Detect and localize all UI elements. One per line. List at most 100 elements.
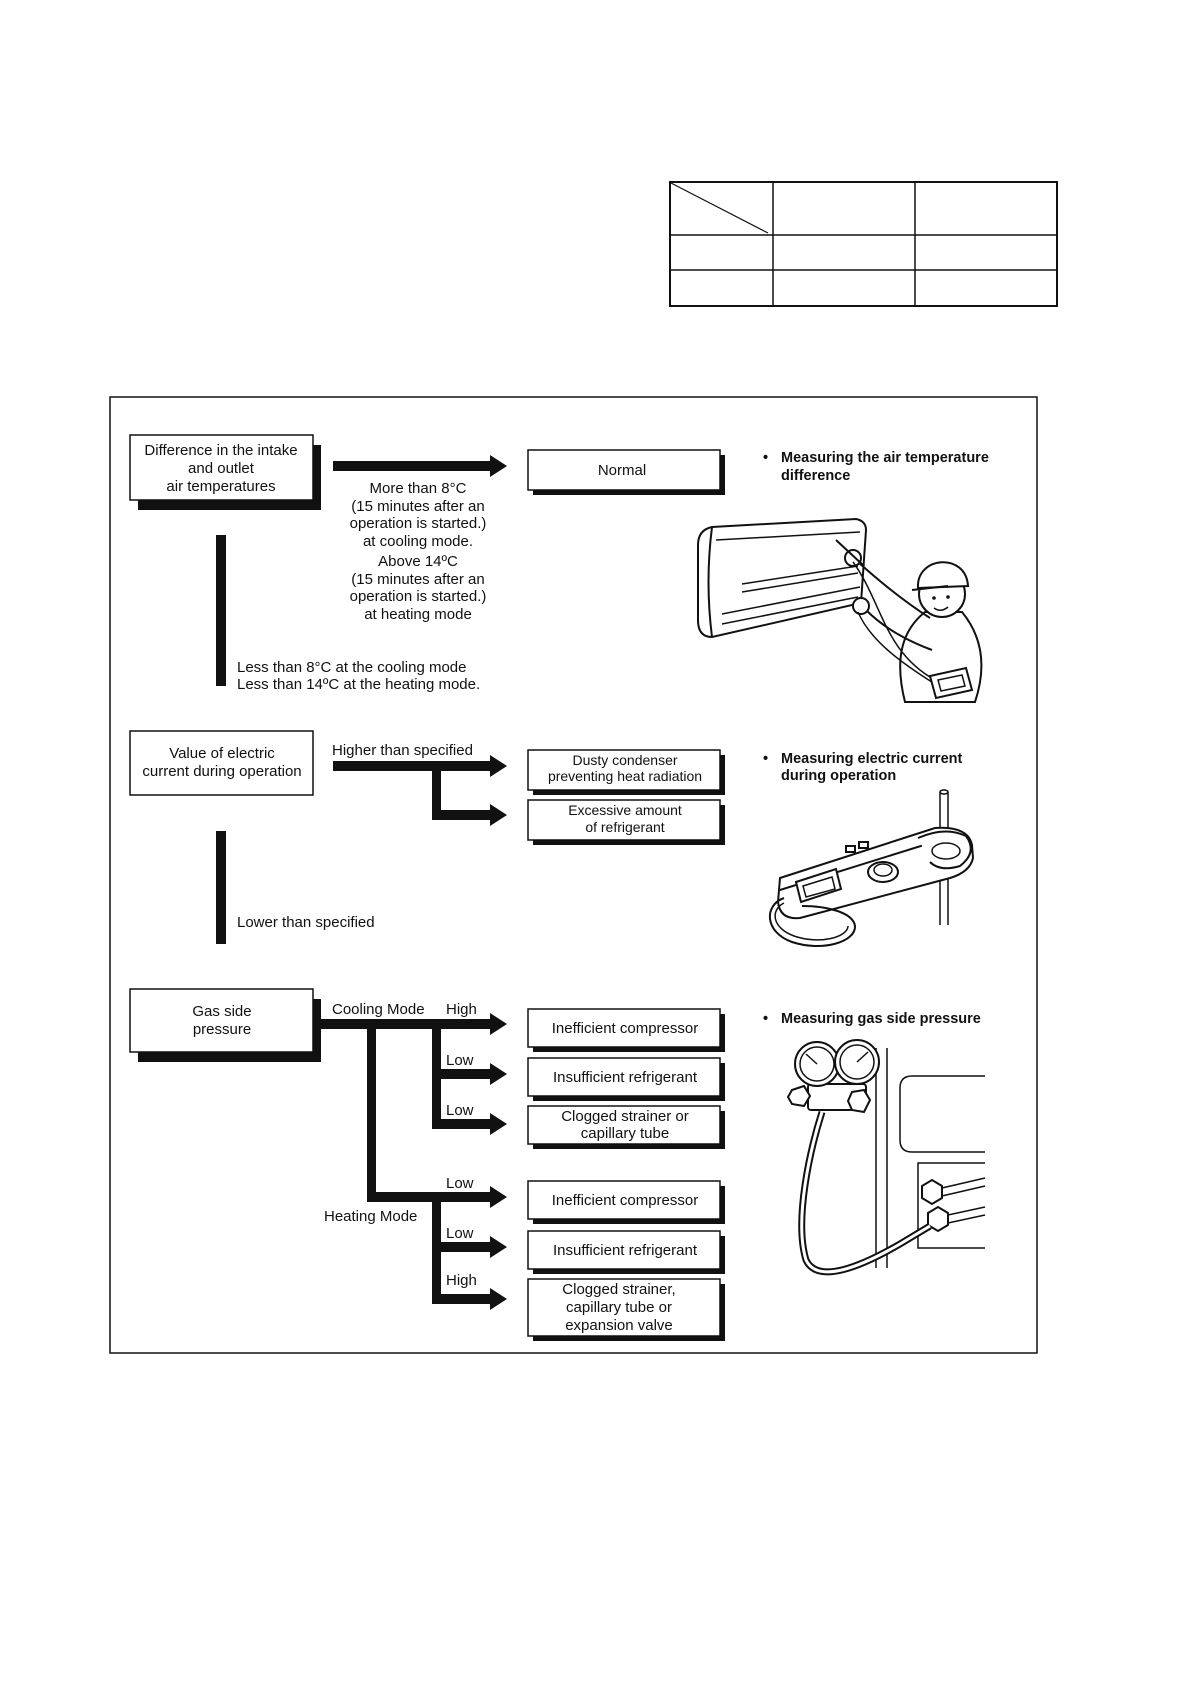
method-note-electric-current: • Measuring electric current during oper… <box>763 751 962 784</box>
clamp-meter-cord <box>768 897 857 947</box>
connector-bar-lower <box>216 831 226 944</box>
refrigerant-hose <box>798 1110 932 1276</box>
result-box-normal: Normal <box>527 449 725 495</box>
check-label-line: current during operation <box>142 763 301 780</box>
box-frame <box>527 799 721 841</box>
arrow-cooling-low-1 <box>432 1063 507 1085</box>
result-box-cooling-inefficient-compressor: Inefficient compressor <box>527 1008 725 1052</box>
table-border <box>669 181 1058 307</box>
condition-line: at heating mode <box>364 606 472 623</box>
condition-fail-line: Less than 14ºC at the heating mode. <box>237 676 480 693</box>
indoor-unit-drawing <box>697 517 868 639</box>
pressure-level-label: High <box>446 1001 477 1018</box>
note-line: Measuring the air temperature <box>781 450 989 466</box>
thermometer-probe <box>835 539 936 685</box>
box-frame <box>527 1008 721 1048</box>
box-frame <box>129 434 314 501</box>
clamp-meter-illustration <box>768 789 975 947</box>
note-line: Measuring gas side pressure <box>781 1011 981 1027</box>
arrow-cooling-low-2 <box>432 1113 507 1135</box>
method-note-gas-pressure: • Measuring gas side pressure <box>763 1011 981 1027</box>
service-valves <box>921 1177 986 1233</box>
arrow-cooling-high <box>313 1013 507 1035</box>
air-temperature-measurement-illustration <box>697 517 983 703</box>
check-box-electric-current: Value of electric current during operati… <box>129 730 314 796</box>
arrow-to-dusty-condenser <box>333 755 507 777</box>
condition-higher-label: Higher than specified <box>332 742 473 759</box>
check-label-line: Difference in the intake <box>144 442 297 459</box>
condition-line: Above 14ºC <box>378 553 458 570</box>
result-label-line: capillary tube or <box>566 1299 672 1316</box>
condition-lower-label: Lower than specified <box>237 914 375 931</box>
table-header-diagonal <box>670 182 769 234</box>
pressure-level-label: High <box>446 1272 477 1289</box>
result-box-heating-insufficient-refrigerant: Insufficient refrigerant <box>527 1230 725 1274</box>
bullet: • <box>763 1011 768 1027</box>
thermometer-meter <box>928 666 974 700</box>
result-label-line: Clogged strainer or <box>561 1108 689 1125</box>
check-box-gas-pressure: Gas side pressure <box>129 988 321 1062</box>
arrow-to-excessive-refrigerant <box>432 804 507 826</box>
box-frame <box>527 749 721 791</box>
method-note-air-temperature: • Measuring the air temperature differen… <box>763 450 989 484</box>
check-box-air-temperature: Difference in the intake and outlet air … <box>129 434 321 510</box>
result-label: Normal <box>598 462 646 479</box>
result-box-cooling-insufficient-refrigerant: Insufficient refrigerant <box>527 1057 725 1101</box>
note-line: Measuring electric current <box>781 751 962 767</box>
result-label-line: Inefficient compressor <box>552 1192 698 1209</box>
result-label-line: expansion valve <box>565 1317 673 1334</box>
manifold-body <box>786 1083 872 1114</box>
box-frame <box>527 1180 721 1220</box>
heating-mode-label: Heating Mode <box>324 1208 417 1225</box>
condition-line: at cooling mode. <box>363 533 473 550</box>
condition-line: operation is started.) <box>350 588 487 605</box>
result-label-line: of refrigerant <box>585 819 664 835</box>
result-label-line: Insufficient refrigerant <box>553 1069 698 1086</box>
pressure-gauge-left <box>794 1041 840 1087</box>
result-box-dusty-condenser: Dusty condenser preventing heat radiatio… <box>527 749 725 795</box>
pressure-gauge-right <box>834 1039 880 1085</box>
result-label-line: Clogged strainer, <box>562 1281 675 1298</box>
condition-line: operation is started.) <box>350 515 487 532</box>
result-label-line: Inefficient compressor <box>552 1020 698 1037</box>
check-label-line: Value of electric <box>169 745 275 762</box>
bullet: • <box>763 450 768 466</box>
pressure-level-label: Low <box>446 1175 474 1192</box>
box-frame <box>527 449 721 491</box>
result-label-line: Excessive amount <box>568 802 682 818</box>
condition-line: More than 8°C <box>370 480 467 497</box>
branch-bar-current <box>432 761 441 820</box>
pressure-level-label: Low <box>446 1225 474 1242</box>
result-label-line: capillary tube <box>581 1125 669 1142</box>
spec-table <box>669 181 1058 307</box>
result-box-heating-clogged-strainer: Clogged strainer, capillary tube or expa… <box>527 1278 725 1341</box>
box-frame <box>527 1057 721 1097</box>
result-box-heating-inefficient-compressor: Inefficient compressor <box>527 1180 725 1224</box>
cooling-mode-label: Cooling Mode <box>332 1001 425 1018</box>
trunk-bar-heating <box>367 1019 376 1202</box>
condition-line: (15 minutes after an <box>351 498 484 515</box>
clamp-meter-body <box>776 826 975 920</box>
result-box-cooling-clogged-strainer: Clogged strainer or capillary tube <box>527 1105 725 1149</box>
pressure-level-label: Low <box>446 1052 474 1069</box>
note-line: difference <box>781 468 850 484</box>
arrow-heating-high <box>432 1288 507 1310</box>
diagram-frame <box>109 396 1038 1354</box>
check-label-line: and outlet <box>188 460 255 477</box>
condition-pass-text: More than 8°C (15 minutes after an opera… <box>350 480 487 623</box>
box-frame <box>129 730 314 796</box>
box-frame <box>527 1105 721 1145</box>
result-label-line: Insufficient refrigerant <box>553 1242 698 1259</box>
outdoor-unit-panel <box>875 1048 985 1268</box>
note-line: during operation <box>781 768 896 784</box>
check-label-line: Gas side <box>192 1003 251 1020</box>
check-label-line: pressure <box>193 1021 251 1038</box>
condition-fail-line: Less than 8°C at the cooling mode <box>237 659 466 676</box>
result-box-excessive-refrigerant: Excessive amount of refrigerant <box>527 799 725 845</box>
pressure-level-label: Low <box>446 1102 474 1119</box>
arrow-heating-low-2 <box>432 1236 507 1258</box>
manifold-gauge-illustration <box>786 1039 986 1276</box>
check-label-line: air temperatures <box>166 478 275 495</box>
result-label-line: preventing heat radiation <box>548 768 702 784</box>
connector-bar-fail <box>216 535 226 686</box>
